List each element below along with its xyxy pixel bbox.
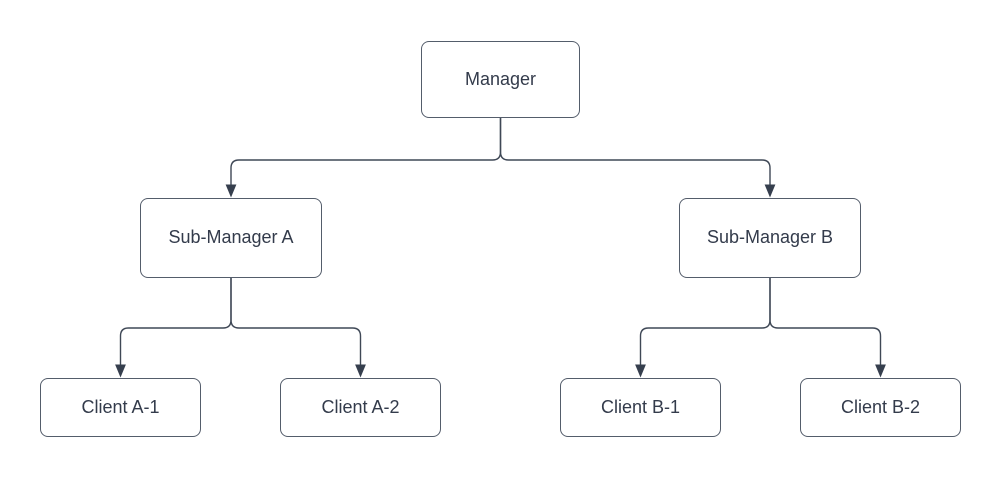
arrow-head-icon [764,184,776,198]
connector-sub-manager-b-to-client-b2[interactable] [769,278,886,378]
connector-line [230,118,502,185]
node-client-a2[interactable]: Client A-2 [280,378,441,437]
connector-line [230,278,362,365]
connector-sub-manager-b-to-client-b1[interactable] [635,278,771,378]
arrow-head-icon [875,364,886,378]
node-client-a1[interactable]: Client A-1 [40,378,201,437]
node-client-b2[interactable]: Client B-2 [800,378,961,437]
connector-line [119,278,232,365]
node-label: Client B-2 [840,396,921,417]
connector-sub-manager-a-to-client-a2[interactable] [230,278,366,378]
node-sub-manager-a[interactable]: Sub-Manager A [140,198,322,278]
connector-line [639,278,771,365]
connector-manager-to-sub-manager-b[interactable] [499,118,776,198]
connector-line [769,278,882,365]
node-label: Client B-1 [600,396,681,417]
arrow-head-icon [115,364,126,378]
node-sub-manager-b[interactable]: Sub-Manager B [679,198,861,278]
node-label: Client A-2 [321,396,400,417]
arrow-head-icon [355,364,366,378]
arrow-head-icon [635,364,646,378]
node-label: Sub-Manager B [706,227,834,248]
node-label: Client A-1 [81,396,160,417]
node-label: Manager [464,68,537,89]
connector-manager-to-sub-manager-a[interactable] [225,118,502,198]
arrow-head-icon [225,184,237,198]
node-manager[interactable]: Manager [421,41,580,118]
node-client-b1[interactable]: Client B-1 [560,378,721,437]
node-label: Sub-Manager A [168,227,294,248]
connector-line [499,118,771,185]
connector-sub-manager-a-to-client-a1[interactable] [115,278,232,378]
